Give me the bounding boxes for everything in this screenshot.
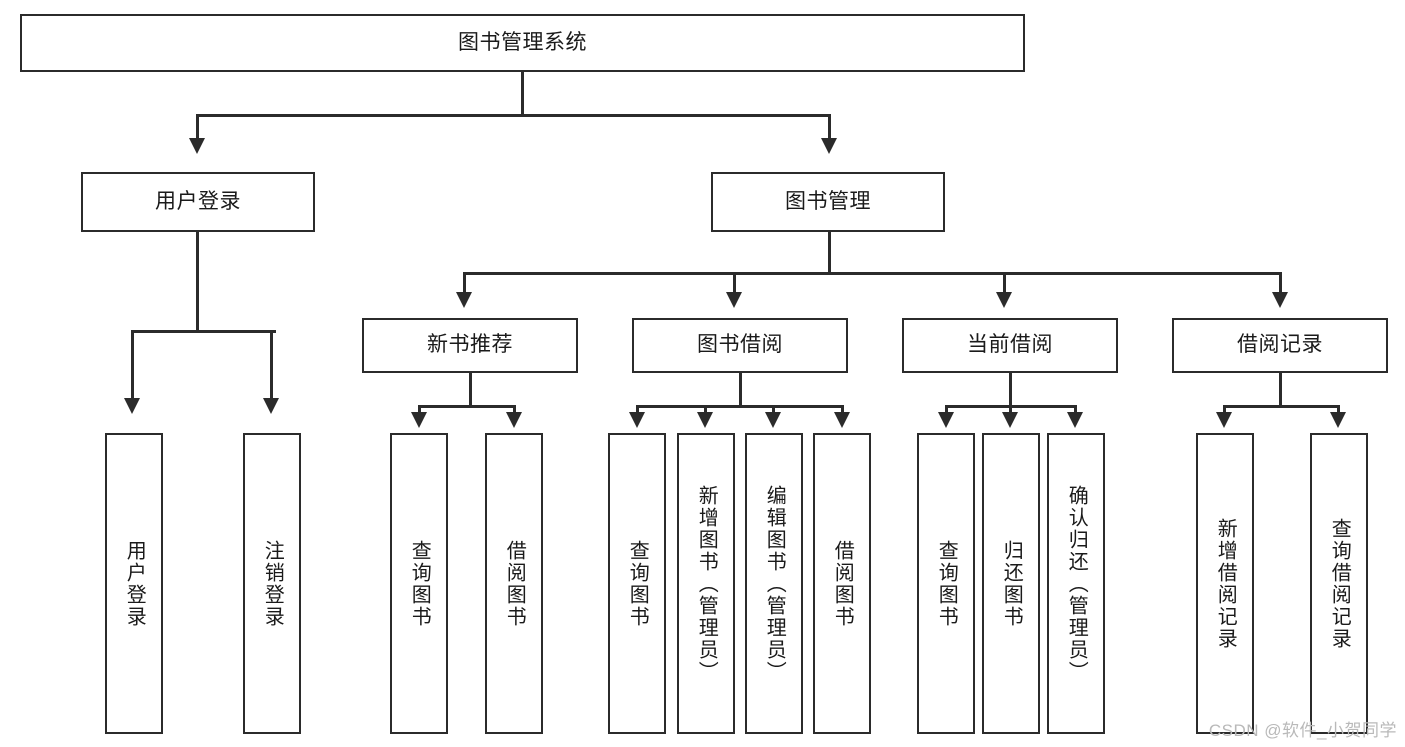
leaf-current-borrow-2[interactable]: 确认归还（管理员）	[1047, 433, 1105, 734]
node-label: 查询图书	[626, 539, 649, 628]
node-label: 当前借阅	[967, 333, 1053, 357]
node-label: 图书借阅	[697, 333, 783, 357]
edge-root-to-book-manage	[828, 114, 831, 142]
node-user-login[interactable]: 用户登录	[81, 172, 315, 232]
edge-borrow-records-down	[1279, 373, 1282, 407]
arrowhead-borrow-records-leaf-1	[1330, 412, 1346, 428]
edge-user-login-bus	[132, 330, 276, 333]
node-label: 用户登录	[155, 189, 241, 213]
leaf-book-borrow-0[interactable]: 查询图书	[608, 433, 666, 734]
node-label: 新增图书（管理员）	[695, 484, 718, 683]
node-current-borrow[interactable]: 当前借阅	[902, 318, 1118, 373]
arrowhead-current-borrow-leaf-1	[1002, 412, 1018, 428]
edge-book-manage-down	[828, 232, 831, 274]
leaf-book-borrow-2[interactable]: 编辑图书（管理员）	[745, 433, 803, 734]
node-label: 借阅记录	[1237, 333, 1323, 357]
leaf-book-borrow-3[interactable]: 借阅图书	[813, 433, 871, 734]
node-label: 新增借阅记录	[1214, 517, 1237, 650]
edge-book-manage-bus	[464, 272, 1281, 275]
edge-to-book-borrow	[733, 272, 736, 296]
edge-book-borrow-to-leaf-1	[704, 405, 707, 415]
node-root-system[interactable]: 图书管理系统	[20, 14, 1025, 72]
arrowhead-to-user-login	[189, 138, 205, 154]
leaf-book-borrow-1[interactable]: 新增图书（管理员）	[677, 433, 735, 734]
node-label: 查询图书	[935, 539, 958, 628]
arrowhead-to-book-manage	[821, 138, 837, 154]
edge-root-to-user-login	[196, 114, 199, 142]
edge-borrow-records-bus	[1224, 405, 1339, 408]
arrowhead-to-new-book-recommend	[456, 292, 472, 308]
edge-new-book-to-leaf-0	[418, 405, 421, 415]
edge-current-borrow-to-leaf-2	[1074, 405, 1077, 415]
edge-current-borrow-down	[1009, 373, 1012, 407]
edge-book-borrow-down	[739, 373, 742, 407]
leaf-new-book-recommend-1[interactable]: 借阅图书	[485, 433, 543, 734]
leaf-current-borrow-0[interactable]: 查询图书	[917, 433, 975, 734]
arrowhead-borrow-records-leaf-0	[1216, 412, 1232, 428]
edge-book-borrow-bus	[637, 405, 844, 408]
arrowhead-to-current-borrow	[996, 292, 1012, 308]
edge-new-book-down	[469, 373, 472, 407]
leaf-borrow-records-0[interactable]: 新增借阅记录	[1196, 433, 1254, 734]
node-borrow-records[interactable]: 借阅记录	[1172, 318, 1388, 373]
node-label: 注销登录	[261, 539, 284, 628]
edge-current-borrow-bus	[946, 405, 1077, 408]
arrowhead-book-borrow-leaf-3	[834, 412, 850, 428]
edge-book-borrow-to-leaf-0	[636, 405, 639, 415]
arrowhead-new-book-leaf-1	[506, 412, 522, 428]
edge-user-login-to-leaf-1	[270, 330, 273, 402]
node-label: 借阅图书	[503, 539, 526, 628]
node-book-management[interactable]: 图书管理	[711, 172, 945, 232]
node-label: 查询图书	[408, 539, 431, 628]
edge-to-current-borrow	[1003, 272, 1006, 296]
edge-to-borrow-records	[1279, 272, 1282, 296]
edge-current-borrow-to-leaf-1	[1009, 405, 1012, 415]
arrowhead-book-borrow-leaf-0	[629, 412, 645, 428]
edge-borrow-records-to-leaf-1	[1337, 405, 1340, 415]
node-label: 用户登录	[123, 539, 146, 628]
arrowhead-current-borrow-leaf-2	[1067, 412, 1083, 428]
edge-book-borrow-to-leaf-3	[841, 405, 844, 415]
arrowhead-book-borrow-leaf-2	[765, 412, 781, 428]
edge-root-down	[521, 72, 524, 116]
leaf-current-borrow-1[interactable]: 归还图书	[982, 433, 1040, 734]
node-label: 确认归还（管理员）	[1065, 484, 1088, 683]
leaf-user-login-1[interactable]: 注销登录	[243, 433, 301, 734]
node-label: 编辑图书（管理员）	[763, 484, 786, 683]
leaf-new-book-recommend-0[interactable]: 查询图书	[390, 433, 448, 734]
leaf-user-login-0[interactable]: 用户登录	[105, 433, 163, 734]
edge-to-new-book-recommend	[463, 272, 466, 296]
edge-new-book-to-leaf-1	[513, 405, 516, 415]
edge-book-borrow-to-leaf-2	[772, 405, 775, 415]
node-label: 图书管理	[785, 189, 871, 213]
edge-current-borrow-to-leaf-0	[945, 405, 948, 415]
arrowhead-new-book-leaf-0	[411, 412, 427, 428]
edge-user-login-to-leaf-0	[131, 330, 134, 402]
node-new-book-recommend[interactable]: 新书推荐	[362, 318, 578, 373]
node-label: 新书推荐	[427, 333, 513, 357]
arrowhead-current-borrow-leaf-0	[938, 412, 954, 428]
node-label: 归还图书	[1000, 539, 1023, 628]
leaf-borrow-records-1[interactable]: 查询借阅记录	[1310, 433, 1368, 734]
arrowhead-user-login-leaf-0	[124, 398, 140, 414]
edge-user-login-down	[196, 232, 199, 332]
arrowhead-book-borrow-leaf-1	[697, 412, 713, 428]
edge-borrow-records-to-leaf-0	[1223, 405, 1226, 415]
node-book-borrow[interactable]: 图书借阅	[632, 318, 848, 373]
arrowhead-user-login-leaf-1	[263, 398, 279, 414]
edge-root-bus	[197, 114, 830, 117]
arrowhead-to-borrow-records	[1272, 292, 1288, 308]
node-label: 图书管理系统	[458, 30, 587, 54]
node-label: 查询借阅记录	[1328, 517, 1351, 650]
edge-new-book-bus	[419, 405, 515, 408]
node-label: 借阅图书	[831, 539, 854, 628]
arrowhead-to-book-borrow	[726, 292, 742, 308]
